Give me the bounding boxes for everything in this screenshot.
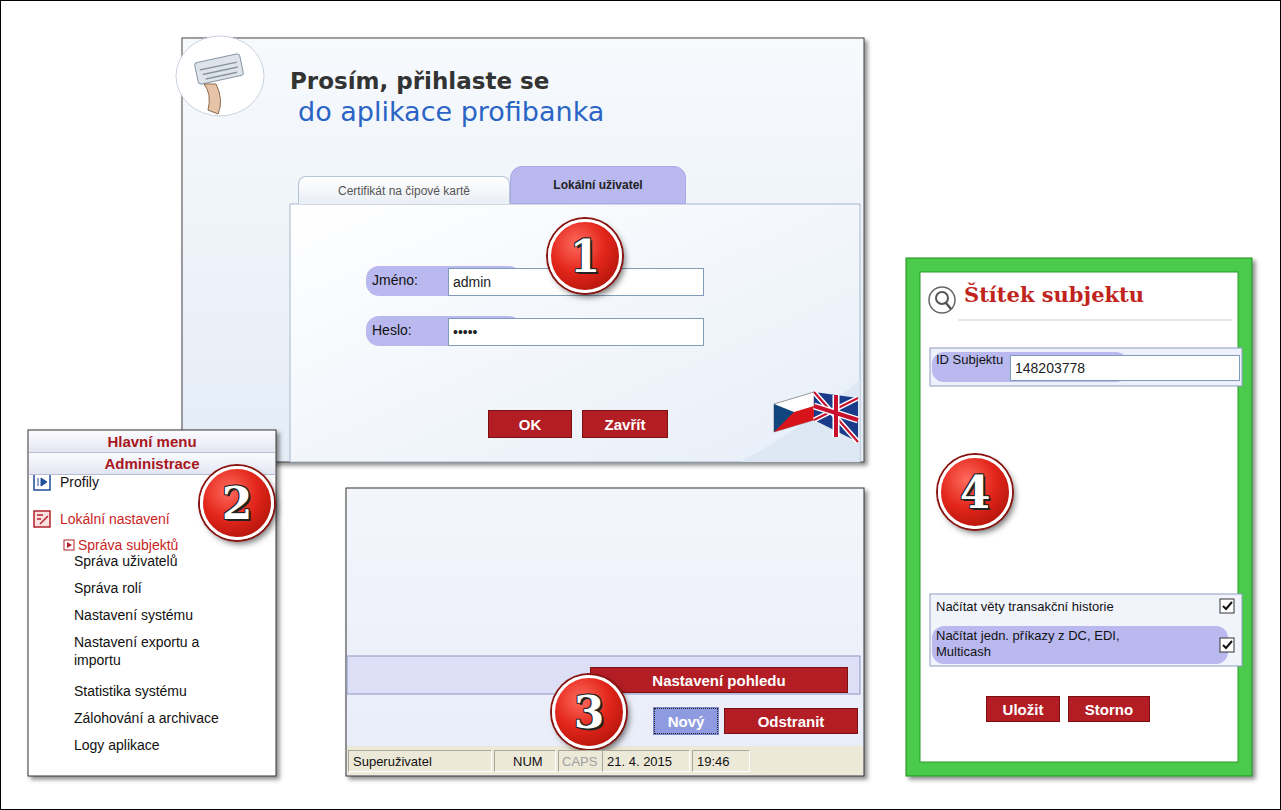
tab-selected: Lokální uživatel bbox=[510, 166, 686, 204]
ui-label: Lokální nastavení bbox=[60, 511, 170, 529]
status-cell: CAPS bbox=[558, 750, 608, 772]
ui-label: Nastavení systému bbox=[74, 607, 193, 625]
window-title: Prosím, přihlaste se bbox=[290, 68, 549, 94]
window-title: Štítek subjektu bbox=[964, 282, 1144, 307]
login-window: Prosím, přihlaste sedo aplikace profiban… bbox=[182, 38, 864, 462]
label-text: Zavřít bbox=[605, 416, 646, 433]
label-text: 148203778 bbox=[1015, 360, 1085, 376]
ui-label: Načítat jedn. příkazy z DC, EDI, Multica… bbox=[936, 628, 1136, 661]
label-text: Odstranit bbox=[758, 713, 825, 730]
label-text: CAPS bbox=[562, 754, 597, 769]
label-text: 3 bbox=[574, 687, 605, 738]
label-text: 4 bbox=[960, 467, 991, 518]
label-text: Nový bbox=[668, 713, 705, 730]
menu-header: Hlavní menu bbox=[29, 431, 275, 453]
button: Storno bbox=[1068, 696, 1150, 722]
label-text: 21. 4. 2015 bbox=[607, 754, 672, 769]
ui-label: Načítat věty transakční historie bbox=[936, 599, 1114, 615]
label-text: Hlavní menu bbox=[107, 433, 196, 450]
button: Uložit bbox=[986, 696, 1060, 722]
ui-label: Profily bbox=[60, 474, 99, 492]
label-text: ••••• bbox=[453, 324, 478, 340]
label-text: Uložit bbox=[1003, 701, 1044, 718]
label-text: admin bbox=[453, 274, 491, 290]
tab: Certifikát na čipové kartě bbox=[298, 176, 510, 204]
ui-label: Nastavení exportu a importu bbox=[74, 634, 234, 669]
label-text: Superuživatel bbox=[353, 754, 432, 769]
callout-number: 4 bbox=[938, 455, 1012, 529]
label-text: 1 bbox=[570, 231, 601, 282]
button-focused: Nový bbox=[654, 708, 718, 734]
ui-label: ID Subjektu bbox=[936, 352, 1006, 368]
status-cell: 21. 4. 2015 bbox=[602, 750, 690, 772]
label-text: NUM bbox=[513, 754, 543, 769]
button: OK bbox=[488, 410, 572, 438]
button: Zavřít bbox=[582, 410, 668, 438]
ui-label: Statistika systému bbox=[74, 683, 187, 701]
label-text: Lokální uživatel bbox=[553, 178, 642, 192]
ui-label: Správa rolí bbox=[74, 580, 142, 598]
callout-number: 3 bbox=[552, 675, 626, 749]
window-title: do aplikace profibanka bbox=[298, 96, 604, 127]
ui-label: Jméno: bbox=[372, 272, 418, 290]
label-text: Storno bbox=[1085, 701, 1133, 718]
password-field: ••••• bbox=[448, 318, 704, 346]
label-text: Administrace bbox=[104, 455, 199, 472]
ui-label: Správa subjektů bbox=[78, 537, 178, 555]
text-field: 148203778 bbox=[1010, 355, 1240, 381]
callout-number: 2 bbox=[200, 466, 274, 540]
label-text: 2 bbox=[222, 478, 253, 529]
status-cell: Superuživatel bbox=[348, 750, 492, 772]
label-text: Nastavení pohledu bbox=[652, 672, 785, 689]
ui-label: Logy aplikace bbox=[74, 737, 160, 755]
ui-label: Zálohování a archivace bbox=[74, 710, 219, 728]
callout-number: 1 bbox=[548, 219, 622, 293]
label-text: 19:46 bbox=[697, 754, 730, 769]
ui-label: Heslo: bbox=[372, 322, 412, 340]
label-text: OK bbox=[519, 416, 542, 433]
button: Nastavení pohledu bbox=[590, 667, 848, 693]
label-text: Certifikát na čipové kartě bbox=[338, 184, 470, 198]
status-cell: 19:46 bbox=[692, 750, 750, 772]
status-cell: NUM bbox=[494, 750, 556, 772]
dialog-window: Štítek subjektu 148203778Uložit Storno bbox=[906, 258, 1252, 776]
ui-label: Správa uživatelů bbox=[74, 553, 178, 571]
button: Odstranit bbox=[724, 708, 858, 734]
